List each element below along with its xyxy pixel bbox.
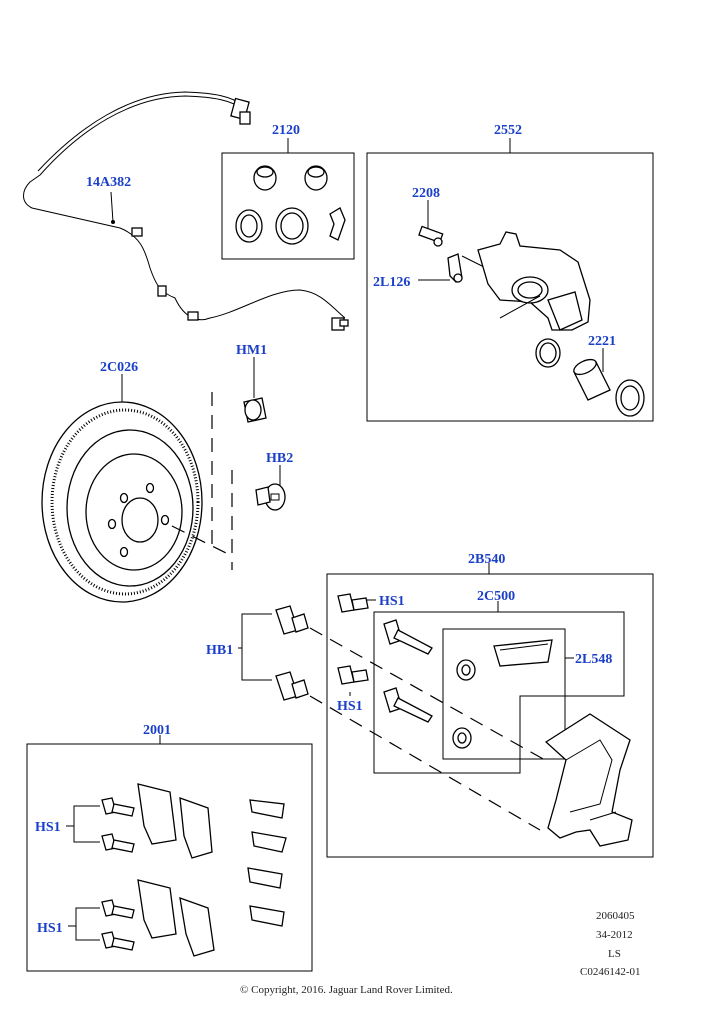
bleed-screw-label: 2208: [412, 186, 440, 201]
pads-label: 2001: [143, 723, 171, 738]
piston-seal: [535, 338, 561, 368]
hs1-pad-b-label: HS1: [37, 921, 63, 936]
carrier-bolt-upper: [275, 605, 309, 635]
brake-pads: [137, 783, 215, 957]
meta-line-2: 34-2012: [596, 929, 633, 941]
boot-box: [442, 628, 566, 760]
guide-boot-upper: [456, 659, 476, 681]
disc-label: 2C026: [100, 360, 138, 375]
copyright: © Copyright, 2016. Jaguar Land Rover Lim…: [240, 984, 453, 996]
guide-pin-upper: [383, 619, 433, 655]
carrier-box: [326, 573, 654, 858]
caliper-label: 2552: [494, 123, 522, 138]
guide-bolt-upper: [337, 593, 369, 613]
caliper-body: [477, 231, 591, 331]
sensor-label: 14A382: [86, 175, 131, 190]
guide-kit-box: [373, 611, 625, 774]
caliper-carrier: [544, 713, 633, 847]
guide-kit-label: 2C500: [477, 589, 515, 604]
carrier-bolt-lower: [275, 671, 309, 701]
hb1-label: HB1: [206, 643, 233, 658]
hb2-label: HB2: [266, 451, 293, 466]
meta-line-1: 2060405: [596, 910, 635, 922]
piston-label: 2221: [588, 334, 616, 349]
pad-clips: [247, 799, 287, 927]
hs1-top-label: HS1: [379, 594, 405, 609]
hm1-label: HM1: [236, 343, 267, 358]
bush-set: [235, 165, 346, 245]
dust-boot: [615, 379, 645, 417]
hs1-mid-label: HS1: [337, 699, 363, 714]
bracket-clip-label: 2L126: [373, 275, 410, 290]
carrier-label: 2B540: [468, 552, 505, 567]
piston: [573, 358, 611, 401]
guide-pin-lower: [383, 687, 433, 723]
boot-label: 2L548: [575, 652, 612, 667]
pad-bolts: [101, 797, 135, 951]
kit-2120-label: 2120: [272, 123, 300, 138]
meta-line-3: LS: [608, 948, 621, 960]
brake-disc: [41, 401, 203, 603]
guide-bolt-lower: [337, 665, 369, 685]
meta-line-4: C0246142-01: [580, 966, 641, 978]
hs1-pad-a-label: HS1: [35, 820, 61, 835]
grease-sachet: [493, 639, 553, 667]
hub-bolt: [255, 483, 286, 511]
hub-nut: [243, 397, 267, 423]
guide-boot-lower: [452, 727, 472, 749]
bleed-screw: [418, 225, 444, 247]
speed-sensor-harness: [23, 91, 349, 331]
pad-kit-box: [26, 743, 313, 972]
